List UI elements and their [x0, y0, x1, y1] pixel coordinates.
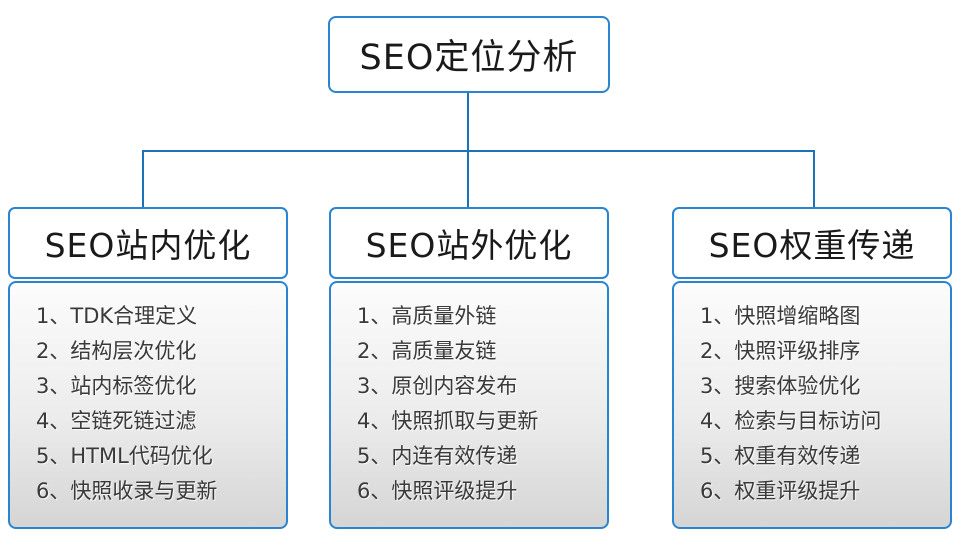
list-item: 3、站内标签优化	[36, 374, 197, 398]
connector-left-vertical	[142, 150, 144, 208]
list-item: 5、权重有效传递	[700, 444, 861, 468]
list-item: 1、快照增缩略图	[700, 304, 861, 328]
list-item: 4、快照抓取与更新	[357, 409, 539, 433]
branch-offsite-panel: 1、高质量外链 2、高质量友链 3、原创内容发布 4、快照抓取与更新 5、内连有…	[329, 281, 609, 529]
list-item: 4、空链死链过滤	[36, 409, 197, 433]
list-item: 5、HTML代码优化	[36, 444, 213, 468]
connector-horizontal	[142, 150, 815, 152]
list-item: 2、结构层次优化	[36, 339, 197, 363]
list-item: 2、快照评级排序	[700, 339, 861, 363]
branch-offsite-optimization: SEO站外优化 1、高质量外链 2、高质量友链 3、原创内容发布 4、快照抓取与…	[329, 207, 609, 529]
list-item: 3、搜索体验优化	[700, 374, 861, 398]
list-item: 6、快照评级提升	[357, 479, 518, 503]
list-item: 6、快照收录与更新	[36, 479, 218, 503]
branch-onsite-optimization: SEO站内优化 1、TDK合理定义 2、结构层次优化 3、站内标签优化 4、空链…	[8, 207, 288, 529]
connector-middle-vertical	[467, 150, 469, 208]
list-item: 1、高质量外链	[357, 304, 497, 328]
list-item: 1、TDK合理定义	[36, 304, 198, 328]
root-node-seo-positioning: SEO定位分析	[328, 16, 610, 93]
branch-onsite-header: SEO站内优化	[8, 207, 288, 279]
list-item: 5、内连有效传递	[357, 444, 518, 468]
list-item: 4、检索与目标访问	[700, 409, 882, 433]
branch-offsite-title: SEO站外优化	[365, 226, 573, 265]
branch-weight-title: SEO权重传递	[708, 226, 916, 265]
connector-root-vertical	[467, 93, 469, 151]
branch-onsite-title: SEO站内优化	[44, 226, 252, 265]
branch-weight-transfer: SEO权重传递 1、快照增缩略图 2、快照评级排序 3、搜索体验优化 4、检索与…	[672, 207, 952, 529]
branch-weight-panel: 1、快照增缩略图 2、快照评级排序 3、搜索体验优化 4、检索与目标访问 5、权…	[672, 281, 952, 529]
branch-offsite-header: SEO站外优化	[329, 207, 609, 279]
branch-onsite-panel: 1、TDK合理定义 2、结构层次优化 3、站内标签优化 4、空链死链过滤 5、H…	[8, 281, 288, 529]
root-node-title: SEO定位分析	[359, 38, 579, 78]
list-item: 2、高质量友链	[357, 339, 497, 363]
branch-weight-header: SEO权重传递	[672, 207, 952, 279]
list-item: 6、权重评级提升	[700, 479, 861, 503]
connector-right-vertical	[813, 150, 815, 208]
list-item: 3、原创内容发布	[357, 374, 518, 398]
